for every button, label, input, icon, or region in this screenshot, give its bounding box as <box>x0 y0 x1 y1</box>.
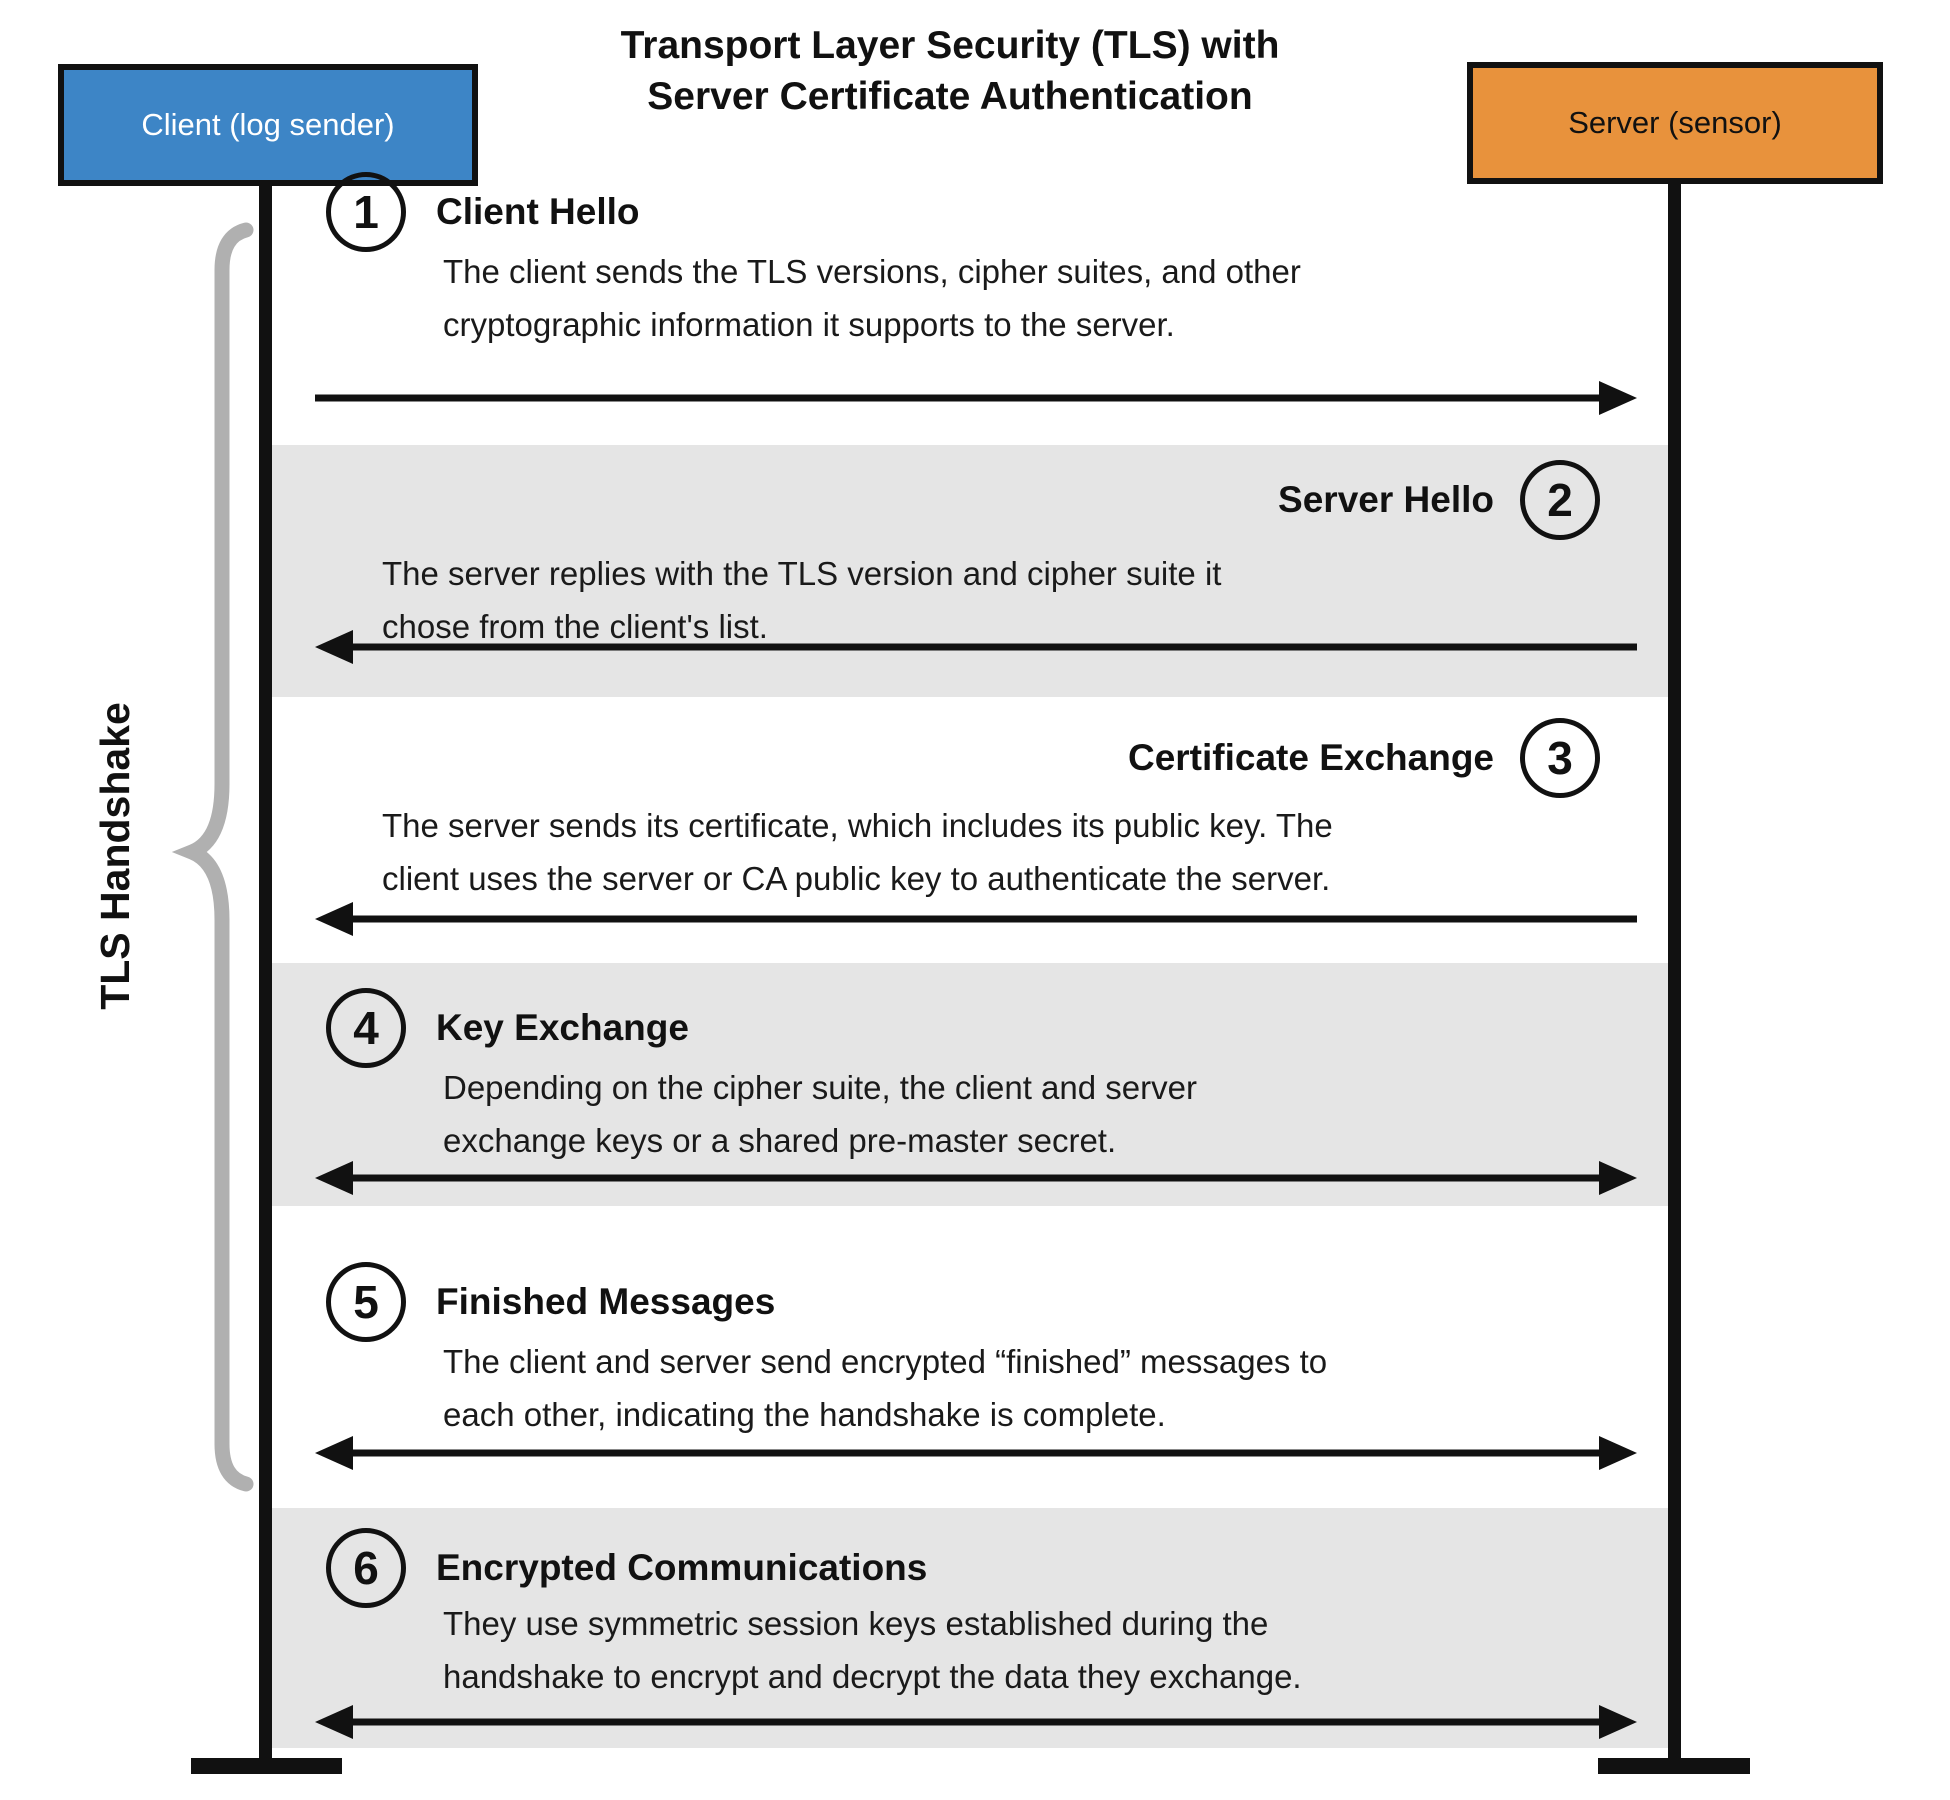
step1-arrowhead-right-icon <box>1599 381 1637 415</box>
server-lifeline <box>1668 184 1681 1774</box>
diagram-title-line2: Server Certificate Authentication <box>647 75 1253 119</box>
step4-message-arrow <box>315 1161 1637 1195</box>
step1-title: Client Hello <box>436 191 640 232</box>
step6-arrowhead-right-icon <box>1599 1705 1637 1739</box>
step1-description: The client sends the TLS versions, ciphe… <box>443 246 1301 352</box>
step1-header: 1 Client Hello <box>326 172 640 252</box>
step3-description: The server sends its certificate, which … <box>382 800 1333 906</box>
client-actor-label: Client (log sender) <box>141 107 395 142</box>
step3-arrow-line <box>343 915 1637 923</box>
step5-arrow-line <box>343 1449 1609 1457</box>
step6-arrow-line <box>343 1718 1609 1726</box>
step5-message-arrow <box>315 1436 1637 1470</box>
step6-description-line2: handshake to encrypt and decrypt the dat… <box>443 1657 1302 1695</box>
step1-description-line1: The client sends the TLS versions, ciphe… <box>443 253 1301 290</box>
step6-title: Encrypted Communications <box>436 1547 928 1588</box>
step5-description-line1: The client and server send encrypted “fi… <box>443 1343 1328 1380</box>
step5-title: Finished Messages <box>436 1281 776 1322</box>
step3-title: Certificate Exchange <box>1127 737 1494 778</box>
step5-number-badge: 5 <box>326 1262 406 1342</box>
step6-shaded-band <box>265 1508 1671 1748</box>
step6-message-arrow <box>315 1705 1637 1739</box>
step5-arrowhead-right-icon <box>1599 1436 1637 1470</box>
step3-description-line2: client uses the server or CA public key … <box>382 859 1331 897</box>
step2-description-line2: chose from the client's list. <box>382 607 768 645</box>
step3-header: Certificate Exchange 3 <box>265 718 1600 798</box>
step6-header: 6 Encrypted Communications <box>326 1528 927 1608</box>
step3-description-line1: The server sends its certificate, which … <box>382 807 1333 844</box>
step3-number-badge: 3 <box>1520 718 1600 798</box>
step6-arrowhead-left-icon <box>315 1705 353 1739</box>
client-actor-box: Client (log sender) <box>58 64 478 186</box>
step4-description: Depending on the cipher suite, the clien… <box>443 1062 1197 1168</box>
step2-shaded-band <box>265 445 1671 697</box>
step2-header: Server Hello 2 <box>265 460 1600 540</box>
client-lifeline-end-bar <box>191 1758 342 1774</box>
step6-description: They use symmetric session keys establis… <box>443 1598 1302 1704</box>
server-actor-label: Server (sensor) <box>1568 105 1782 140</box>
step4-header: 4 Key Exchange <box>326 988 689 1068</box>
step1-description-line2: cryptographic information it supports to… <box>443 305 1175 343</box>
step2-number-badge: 2 <box>1520 460 1600 540</box>
step4-title: Key Exchange <box>436 1007 689 1048</box>
tls-handshake-label: TLS Handshake <box>92 702 138 1010</box>
step5-description-line2: each other, indicating the handshake is … <box>443 1395 1166 1433</box>
step1-message-arrow <box>315 381 1637 415</box>
step4-arrowhead-right-icon <box>1599 1161 1637 1195</box>
step4-number-badge: 4 <box>326 988 406 1068</box>
step6-number-badge: 6 <box>326 1528 406 1608</box>
tls-handshake-brace-icon <box>171 222 254 1492</box>
step6-description-line1: They use symmetric session keys establis… <box>443 1605 1269 1642</box>
step1-arrow-line <box>315 394 1609 402</box>
step5-arrowhead-left-icon <box>315 1436 353 1470</box>
step2-arrowhead-left-icon <box>315 630 353 664</box>
step2-title: Server Hello <box>1278 479 1494 520</box>
step3-arrowhead-left-icon <box>315 902 353 936</box>
diagram-title: Transport Layer Security (TLS) with Serv… <box>300 20 1600 123</box>
step3-message-arrow <box>315 902 1637 936</box>
step5-description: The client and server send encrypted “fi… <box>443 1336 1327 1442</box>
step4-description-line1: Depending on the cipher suite, the clien… <box>443 1069 1197 1106</box>
server-lifeline-end-bar <box>1598 1758 1750 1774</box>
diagram-title-line1: Transport Layer Security (TLS) with <box>620 24 1280 67</box>
step4-arrow-line <box>343 1174 1609 1182</box>
step2-arrow-line <box>343 643 1637 651</box>
step2-message-arrow <box>315 630 1637 664</box>
step2-description-line1: The server replies with the TLS version … <box>382 555 1222 592</box>
step5-header: 5 Finished Messages <box>326 1262 775 1342</box>
step4-arrowhead-left-icon <box>315 1161 353 1195</box>
step1-number-badge: 1 <box>326 172 406 252</box>
client-lifeline <box>259 186 272 1774</box>
step2-description: The server replies with the TLS version … <box>382 548 1221 654</box>
server-actor-box: Server (sensor) <box>1467 62 1883 184</box>
step4-shaded-band <box>265 963 1671 1206</box>
step4-description-line2: exchange keys or a shared pre-master sec… <box>443 1121 1117 1159</box>
